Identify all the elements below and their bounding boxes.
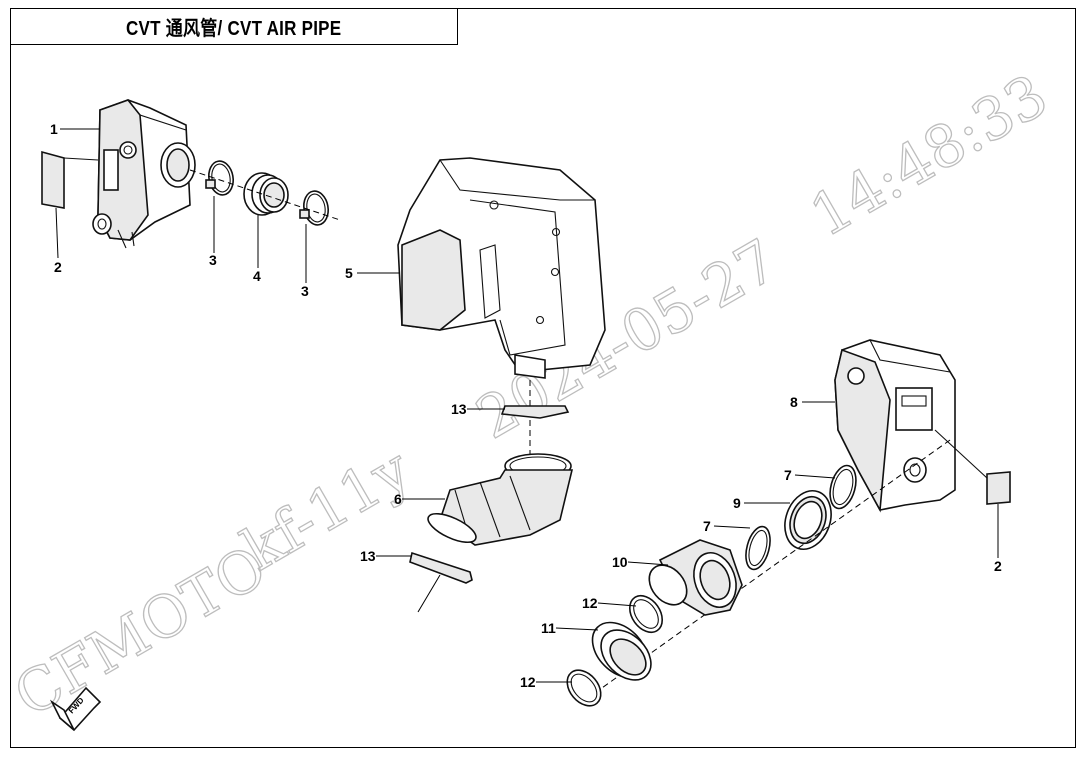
- callout-3-b: 3: [301, 283, 309, 299]
- part-13-gasket-b: [409, 551, 473, 613]
- callout-9: 9: [733, 495, 741, 511]
- callout-3-a: 3: [209, 252, 217, 268]
- callout-7-a: 7: [784, 467, 792, 483]
- callout-4: 4: [253, 268, 261, 284]
- part-1-air-box-left: [92, 99, 196, 249]
- fwd-direction-badge: FWD: [49, 686, 102, 732]
- callout-12-b: 12: [520, 674, 536, 690]
- callout-8: 8: [790, 394, 798, 410]
- callout-5: 5: [345, 265, 353, 281]
- part-2-filter-pad-left: [41, 150, 99, 209]
- part-8-air-box-right: [834, 339, 956, 513]
- callout-11: 11: [541, 620, 556, 636]
- part-7-clamp-a: [829, 464, 857, 510]
- part-5-air-chamber: [397, 157, 606, 379]
- page-title: CVT 通风管/ CVT AIR PIPE: [125, 17, 342, 40]
- part-11-bellow: [591, 621, 652, 681]
- part-12-clamp-a: [628, 594, 664, 634]
- title-block: CVT 通风管/ CVT AIR PIPE: [10, 8, 458, 45]
- callout-13-b: 13: [360, 548, 376, 564]
- part-3-clamp-a: [205, 160, 234, 196]
- callout-2-right: 2: [994, 558, 1002, 574]
- part-12-clamp-b: [566, 669, 602, 707]
- part-2-filter-pad-right: [934, 429, 1011, 505]
- part-4-connector-sleeve: [243, 172, 289, 216]
- part-6-intake-hose: [427, 453, 574, 546]
- callout-labels: 1 2 3 4 3 5 13 6 13 8 7 9 7 10 12 11 12 …: [50, 121, 1002, 690]
- watermark-time: 14:48:33: [799, 61, 1059, 250]
- part-9-ring-seal: [784, 490, 832, 550]
- callout-2-left: 2: [54, 259, 62, 275]
- callout-7-b: 7: [703, 518, 711, 534]
- callout-12-a: 12: [582, 595, 598, 611]
- watermark-brand: CFMOTO: [3, 532, 278, 730]
- part-13-gasket-a: [500, 405, 570, 419]
- callout-10: 10: [612, 554, 628, 570]
- callout-1: 1: [50, 121, 58, 137]
- callout-13-a: 13: [451, 401, 467, 417]
- watermark-user: kf-11y: [231, 435, 422, 584]
- part-10-elbow: [648, 539, 743, 616]
- leader-lines: [55, 128, 999, 683]
- assembly-axis-left: [189, 169, 341, 221]
- callout-6: 6: [394, 491, 402, 507]
- drawing-frame: [10, 8, 1076, 748]
- part-7-clamp-b: [745, 525, 771, 571]
